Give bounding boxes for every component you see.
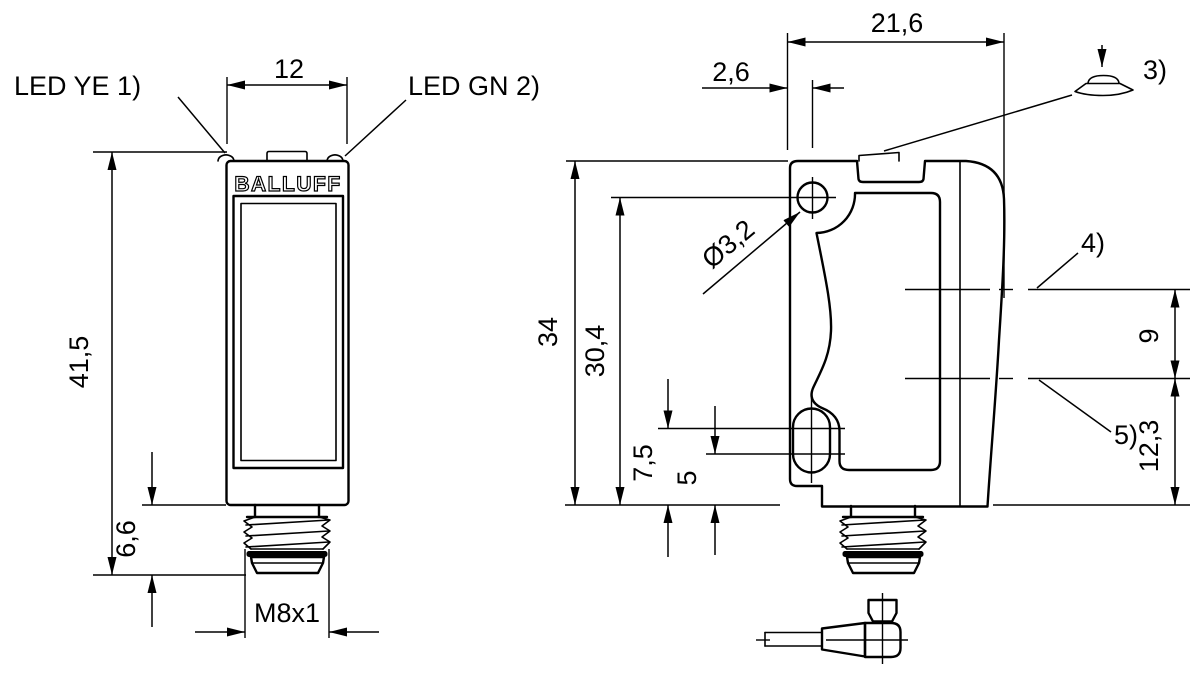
led-yellow-dome xyxy=(217,154,235,162)
side-inner-contour xyxy=(810,191,942,472)
dim-housing-height: 34 xyxy=(533,317,563,347)
o-ring-groove xyxy=(246,551,328,557)
optical-window-inner xyxy=(240,202,337,462)
connector-body xyxy=(863,621,902,659)
dim-front-width: 12 xyxy=(274,54,304,84)
dim-total-height: 41,5 xyxy=(64,336,94,389)
teach-button-side xyxy=(858,151,900,162)
push-button-icon xyxy=(1087,74,1120,84)
m8-connector-front xyxy=(243,503,331,575)
emitter-leader xyxy=(1036,252,1079,289)
front-view: BALLUFF xyxy=(217,150,350,575)
led-green-dome xyxy=(326,154,344,162)
o-ring-groove xyxy=(842,551,924,557)
dim-hole-diameter: Ø3,2 xyxy=(696,214,760,275)
front-housing xyxy=(225,159,350,507)
dim-hole-center-height: 30,4 xyxy=(580,325,610,378)
callout-teach-button: 3) xyxy=(1143,55,1167,85)
front-view-dimensions: LED YE 1) LED GN 2) 12 41,5 6,6 M8x1 xyxy=(14,54,540,638)
receiver-leader xyxy=(1038,379,1112,433)
led-green-leader xyxy=(344,99,407,157)
optical-window-outer xyxy=(232,194,345,470)
dim-receiver-axis-height: 12,3 xyxy=(1134,420,1164,473)
balluff-logo: BALLUFF xyxy=(234,173,341,196)
callout-receiver: 5) xyxy=(1114,420,1138,450)
m8-connector-side xyxy=(839,504,927,575)
side-view-dimensions: 21,6 2,6 34 30,4 7,5 5 Ø3,2 9 12,3 xyxy=(533,8,1190,557)
led-green-label: LED GN 2) xyxy=(408,71,540,101)
dim-axis-gap: 9 xyxy=(1134,328,1164,343)
connector-plug xyxy=(867,598,898,623)
teach-button-callout: 3) xyxy=(883,45,1167,152)
led-yellow-label: LED YE 1) xyxy=(14,71,141,101)
side-view xyxy=(788,151,1190,575)
dim-housing-depth: 21,6 xyxy=(871,8,924,38)
cable-connector-icon xyxy=(756,593,908,664)
dim-thread: M8x1 xyxy=(254,598,320,628)
top-connector-stub xyxy=(266,150,308,162)
led-yellow-leader xyxy=(177,96,226,154)
dim-connector-protrusion: 6,6 xyxy=(111,520,141,558)
side-housing xyxy=(788,159,1006,508)
dim-hole-offset: 2,6 xyxy=(712,57,750,87)
dim-slot-upper-center: 7,5 xyxy=(628,444,658,482)
dim-slot-lower-center: 5 xyxy=(672,470,702,485)
callout-emitter: 4) xyxy=(1081,228,1105,258)
